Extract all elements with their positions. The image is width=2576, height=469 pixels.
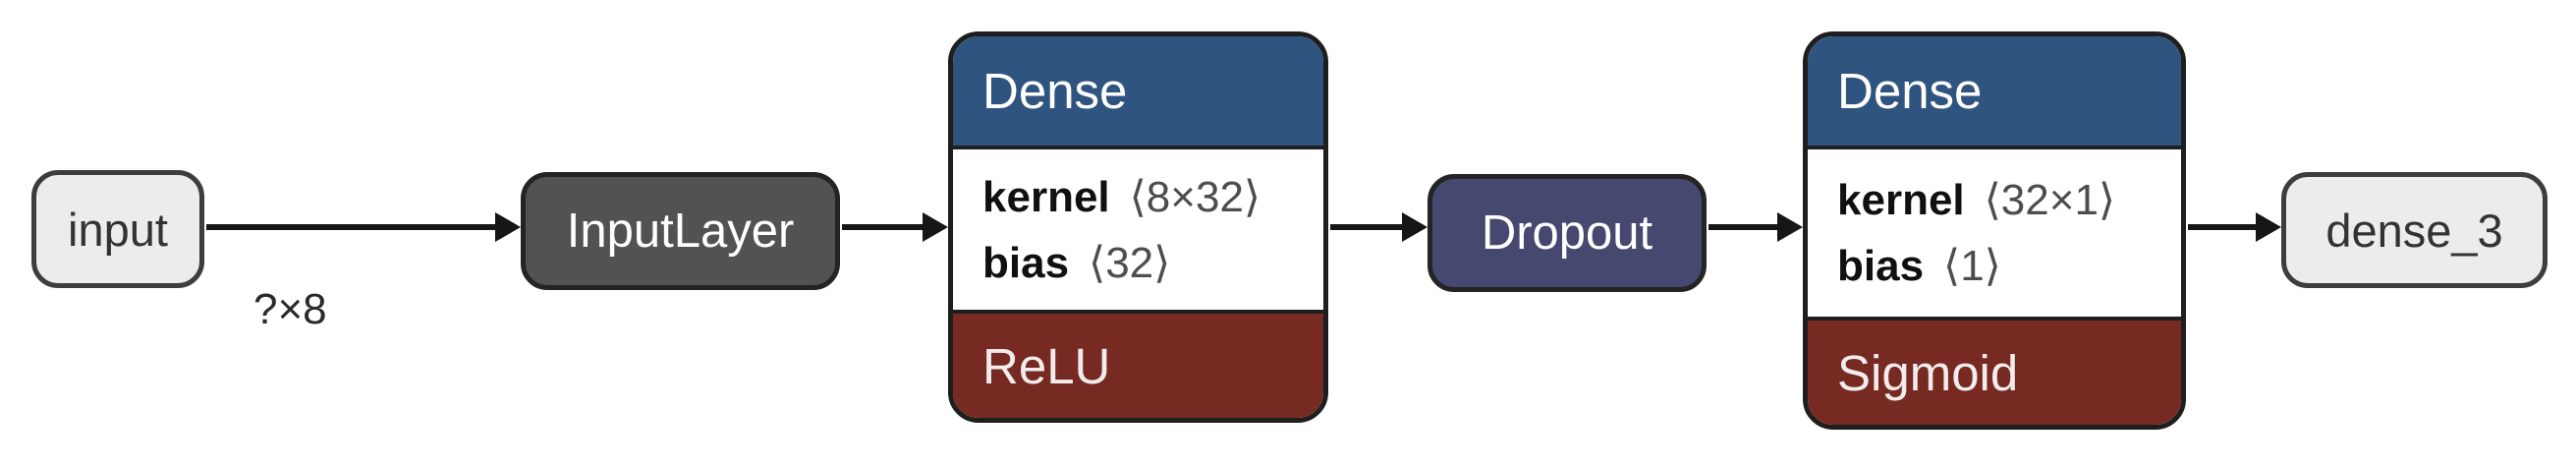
node-dense2-header: Dense: [1808, 36, 2181, 146]
param-row-bias: bias ⟨1⟩: [1837, 241, 2181, 291]
node-dense2-params: kernel ⟨32×1⟩ bias ⟨1⟩: [1808, 146, 2181, 321]
node-dense1-header: Dense: [953, 36, 1323, 146]
node-input-label: input: [68, 203, 168, 256]
node-dense1-activation: ReLU: [953, 314, 1323, 418]
param-shape: ⟨8×32⟩: [1129, 172, 1261, 221]
node-dense2-title: Dense: [1837, 63, 1983, 119]
edge-arrow-dense1-to-dropout: [1330, 212, 1428, 242]
param-shape: ⟨32×1⟩: [1984, 176, 2116, 224]
edge-arrow-inputlayer-to-dense1: [842, 212, 948, 242]
param-shape: ⟨1⟩: [1943, 242, 2001, 290]
param-name: kernel: [1837, 176, 1965, 224]
edge-arrow-dropout-to-dense2: [1708, 212, 1803, 242]
node-dense2-activation: Sigmoid: [1808, 321, 2181, 425]
activation-label: ReLU: [982, 337, 1111, 394]
node-dense1[interactable]: Dense kernel ⟨8×32⟩ bias ⟨32⟩ ReLU: [948, 31, 1328, 423]
param-row-kernel: kernel ⟨8×32⟩: [982, 172, 1323, 222]
activation-label: Sigmoid: [1837, 344, 2019, 401]
node-dropout-label: Dropout: [1481, 206, 1653, 260]
node-dense1-title: Dense: [982, 63, 1128, 119]
node-output[interactable]: dense_3: [2281, 172, 2548, 288]
node-output-label: dense_3: [2325, 204, 2503, 257]
node-dropout[interactable]: Dropout: [1428, 174, 1707, 292]
param-name: kernel: [982, 172, 1110, 221]
param-name: bias: [1837, 242, 1925, 290]
node-dense1-params: kernel ⟨8×32⟩ bias ⟨32⟩: [953, 146, 1323, 314]
edge-arrow-dense2-to-output: [2188, 212, 2281, 242]
node-inputlayer[interactable]: InputLayer: [521, 172, 840, 290]
node-inputlayer-label: InputLayer: [566, 205, 795, 258]
param-row-kernel: kernel ⟨32×1⟩: [1837, 175, 2181, 225]
node-input[interactable]: input: [31, 170, 204, 288]
param-row-bias: bias ⟨32⟩: [982, 238, 1323, 288]
node-dense2[interactable]: Dense kernel ⟨32×1⟩ bias ⟨1⟩ Sigmoid: [1803, 31, 2186, 430]
param-name: bias: [982, 238, 1070, 287]
param-shape: ⟨32⟩: [1089, 238, 1171, 287]
edge-shape-label: ?×8: [253, 285, 327, 333]
edge-arrow-input-to-inputlayer: [206, 212, 521, 242]
